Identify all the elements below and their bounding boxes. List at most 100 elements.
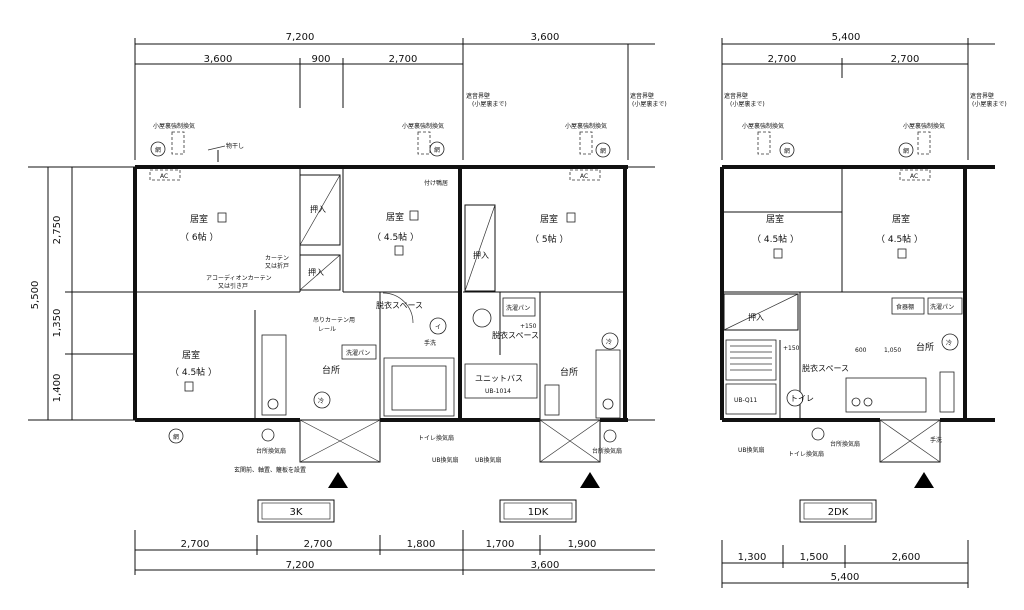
toilet-vent-3k: トイレ換気扇 — [418, 434, 454, 442]
curtain-label: カーテン — [265, 255, 289, 262]
toilet-2dk — [786, 389, 804, 407]
net-label: 網 — [903, 147, 909, 155]
tatami-mark — [394, 245, 404, 256]
room-3k-tl-size: （ 6帖 ） — [180, 231, 218, 243]
unit-bath-1dk — [464, 363, 538, 399]
plan-label-2dk — [799, 499, 877, 523]
kitchen-vent-2dk: 台所換気扇 — [830, 440, 860, 448]
unit-bath-2dk — [725, 383, 777, 415]
fridge-label: 冷 — [318, 397, 324, 405]
room-2dk-l-size: （ 4.5帖 ） — [752, 233, 799, 245]
sound-wall-2dk-b-sub: (小屋裏まで) — [972, 100, 1007, 108]
dim-top-3600-a: 3,600 — [204, 54, 233, 65]
sound-wall-2dk-a: 遮音界壁 — [724, 92, 748, 100]
net-label: 網 — [434, 146, 440, 154]
rail-label: 吊りカーテン用 — [313, 317, 355, 324]
dim-left-1400: 1,400 — [52, 374, 63, 403]
ub-2dk-label: UB-Q11 — [734, 397, 757, 404]
dim-left-1350: 1,350 — [52, 309, 63, 338]
dim-2dk-bot-1500: 1,500 — [800, 552, 829, 563]
sound-wall-2dk-a-sub: (小屋裏まで) — [730, 100, 765, 108]
toilet-label: イ — [435, 324, 441, 331]
dim-bot-7200: 7,200 — [286, 560, 315, 571]
dim-top-3600-mid: 3,600 — [531, 32, 560, 43]
kitchen-1dk: 台所 — [560, 366, 578, 378]
attic-vent-2dk-b: 小屋裏強制換気 — [903, 122, 945, 130]
tatami-mark — [409, 210, 419, 221]
net-label: 網 — [600, 147, 606, 155]
room-3k-tr: 居室 — [386, 211, 404, 223]
top-dimensions-left: 7,200 3,600 900 2,700 3,600 — [134, 32, 655, 160]
fridge-label: 冷 — [946, 339, 952, 347]
net-label: 網 — [784, 147, 790, 155]
unit-bath-1dk-label: ユニットバス — [475, 374, 523, 383]
dim-bot-1900: 1,900 — [568, 539, 597, 550]
dim-top-2700: 2,700 — [389, 54, 418, 65]
fridge-1dk — [601, 332, 619, 350]
unit-2dk: 5,400 2,700 2,700 遮音界壁 (小屋裏まで) 遮音界壁 (小屋裏… — [720, 32, 1007, 588]
fridge-2dk — [941, 333, 959, 351]
dining-2dk: 食器棚 — [896, 303, 914, 311]
plan-label-1dk-text: 1DK — [528, 507, 549, 518]
washer-1dk: 洗濯パン — [506, 304, 530, 312]
entrance-arrow-2dk — [914, 472, 934, 488]
accordion-sub: 又は引き戸 — [218, 282, 248, 290]
dim-2dk-bot-2600: 2,600 — [892, 552, 921, 563]
dim-bot-1800: 1,800 — [407, 539, 436, 550]
kitchen-3k: 台所 — [322, 364, 340, 376]
net-vent-3k-c — [168, 428, 184, 444]
drying-label: 物干し — [226, 142, 244, 150]
dim-2dk-bot-5400: 5,400 — [831, 572, 860, 583]
ac-3k: AC — [160, 173, 168, 180]
net-vent-3k-b — [429, 141, 445, 157]
ub1014-label: UB-1014 — [485, 388, 511, 395]
ub-vent-3k: UB換気扇 — [432, 456, 459, 464]
sound-wall-1dk: 遮音界壁 — [466, 92, 490, 100]
sound-wall-1dk-sub: (小屋裏まで) — [472, 100, 507, 108]
dressing-1dk: 脱衣スペース — [492, 330, 539, 340]
room-2dk-r-size: （ 4.5帖 ） — [876, 233, 923, 245]
washbasin-2dk: 手洗 — [930, 436, 942, 444]
curtain-sub: 又は折戸 — [265, 262, 289, 270]
dim-top-7200: 7,200 — [286, 32, 315, 43]
entrance-arrow-3k — [328, 472, 348, 488]
sound-wall-2dk-b: 遮音界壁 — [970, 92, 994, 100]
room-3k-tl: 居室 — [190, 213, 208, 225]
tatami-mark — [773, 248, 783, 259]
unit-3k: 押入 押入 居室 （ 6帖 ） 居室 （ 4.5帖 ） 居室 （ 4.5帖 ） … — [133, 122, 463, 523]
dressing-2dk: 脱衣スペース — [802, 363, 849, 373]
accordion-label: アコーディオンカーテン — [206, 274, 272, 282]
dim-2dk-bot-1300: 1,300 — [738, 552, 767, 563]
dim-left-2750: 2,750 — [52, 216, 63, 245]
kitchen-vent-3k: 台所換気扇 — [256, 447, 286, 455]
tatami-mark — [897, 248, 907, 259]
ac-2dk: AC — [910, 173, 918, 180]
room-3k-tr-size: （ 4.5帖 ） — [372, 231, 419, 243]
closet-label-3k-b: 押入 — [308, 267, 324, 277]
dim1050-2dk: 1,050 — [884, 347, 901, 354]
dim-2dk-top-2700-b: 2,700 — [891, 54, 920, 65]
entrance-note: 玄関前、軸置、籬板を設置 — [234, 466, 306, 474]
washbasin-3k: 手洗 — [424, 339, 436, 347]
sound-wall-1dk-b: 遮音界壁 — [630, 92, 654, 100]
toilet-1dk — [472, 308, 492, 328]
plan-label-3k-text: 3K — [290, 507, 303, 518]
entrance-arrow-1dk — [580, 472, 600, 488]
stairs-2dk — [725, 339, 777, 381]
room-1dk-size: （ 5帖 ） — [530, 233, 568, 245]
ub-vent-2dk: UB換気扇 — [738, 446, 765, 454]
kitchen-counter-2dk — [845, 377, 927, 413]
dim-2dk-top-2700-a: 2,700 — [768, 54, 797, 65]
left-dimensions: 5,500 2,750 1,350 1,400 — [28, 166, 135, 421]
closet-label-1dk: 押入 — [473, 250, 489, 260]
ceiling-rail-label: 付け鴨居 — [424, 179, 448, 187]
closet-label-3k-a: 押入 — [310, 204, 326, 214]
tatami-mark — [566, 212, 576, 223]
room-2dk-r: 居室 — [892, 213, 910, 225]
dim-bot-2700-b: 2,700 — [304, 539, 333, 550]
toilet-vent-2dk: トイレ換気扇 — [788, 450, 824, 458]
dim-left-5500: 5,500 — [30, 281, 41, 310]
room-3k-bl-size: （ 4.5帖 ） — [170, 366, 217, 378]
unit-1dk: 押入 遮音界壁 (小屋裏まで) 遮音界壁 (小屋裏まで) 小屋裏強制換気 網 A… — [463, 92, 667, 523]
room-3k-bl: 居室 — [182, 349, 200, 361]
